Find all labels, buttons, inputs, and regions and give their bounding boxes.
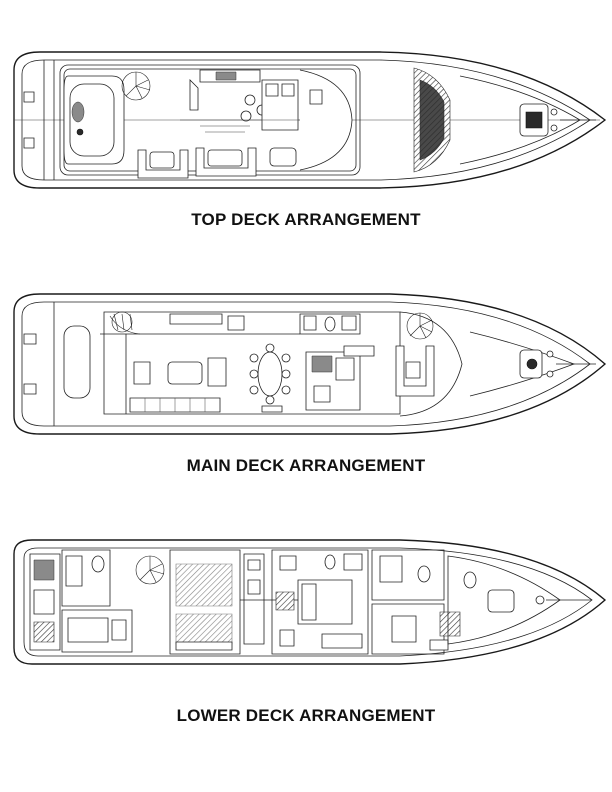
main-deck-plan: [0, 286, 612, 441]
top-deck-caption: TOP DECK ARRANGEMENT: [191, 210, 421, 229]
top-deck-plan: [0, 40, 612, 200]
lower-deck-caption: LOWER DECK ARRANGEMENT: [176, 706, 436, 725]
main-deck-caption: MAIN DECK ARRANGEMENT: [186, 456, 426, 475]
lower-deck-plan: [0, 530, 612, 680]
main-deck-hull: [14, 294, 605, 434]
